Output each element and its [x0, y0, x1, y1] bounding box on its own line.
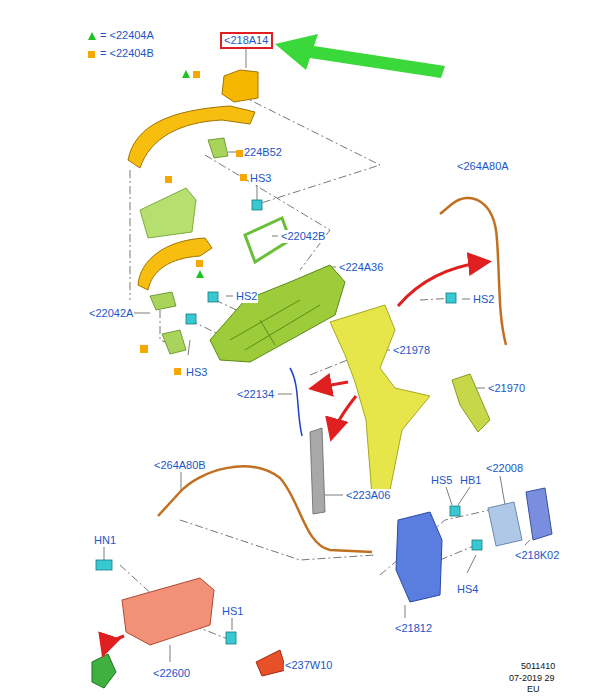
cover	[526, 488, 552, 540]
highlight-box: <218A14	[220, 32, 273, 49]
callout-number: HS1	[221, 605, 244, 618]
drawing-number: 07-2019 29	[508, 673, 556, 684]
callout-number: HS3	[249, 172, 272, 185]
cable	[158, 466, 372, 552]
screws	[96, 200, 482, 644]
callout-number: HS2	[472, 293, 495, 306]
callout-number: <218K02	[514, 549, 560, 562]
cap	[256, 650, 286, 676]
callout-number: <22042A	[88, 307, 134, 320]
callout-number: <22008	[485, 462, 524, 475]
callout-number: <22134	[236, 388, 275, 401]
triangle-symbol	[88, 32, 96, 40]
part-number: <218A14	[224, 34, 271, 47]
seal	[310, 428, 325, 514]
legend-text: = <22404B	[100, 47, 154, 60]
pad	[140, 188, 196, 238]
callout-number: <224A36	[338, 261, 384, 274]
clip	[162, 330, 186, 354]
callout-number: HS2	[235, 290, 258, 303]
callout-number: <264A80B	[153, 459, 207, 472]
callout-number: <264A80A	[456, 160, 510, 173]
callout-number: <21978	[392, 344, 431, 357]
callout-number: HS4	[456, 583, 479, 596]
handle-frame	[210, 265, 345, 362]
callout-number: <21970	[487, 382, 526, 395]
direction-arrows	[104, 262, 486, 652]
drawing-number: EU	[526, 684, 541, 695]
callout-number: HS3	[185, 366, 208, 379]
door-latch	[396, 512, 442, 602]
square-symbol	[88, 51, 95, 58]
handle	[138, 238, 212, 290]
legend-text: = <22404A	[100, 29, 154, 42]
callout-number: <21812	[394, 622, 433, 635]
bracket	[452, 374, 490, 432]
callout-number: HB1	[459, 474, 482, 487]
callout-number: 224B52	[243, 146, 283, 159]
clip	[150, 292, 176, 310]
callout-number: HN1	[93, 534, 117, 547]
callout-number: <22600	[152, 667, 191, 680]
bracket	[330, 305, 430, 500]
cap	[92, 654, 116, 688]
clip	[208, 138, 228, 158]
pointer-arrow	[275, 34, 445, 78]
outer-handle	[128, 106, 255, 168]
drawing-number: 5011410	[520, 661, 556, 672]
plate	[488, 502, 522, 546]
leader-lines	[120, 95, 490, 640]
rod	[290, 368, 302, 436]
callout-number: <22042B	[280, 230, 326, 243]
callout-number: <223A06	[345, 489, 391, 502]
callout-number: <237W10	[284, 659, 333, 672]
inner-handle	[122, 578, 214, 645]
handle-cap	[222, 70, 258, 102]
callout-leaders	[104, 47, 530, 665]
callout-number: HS5	[430, 474, 453, 487]
